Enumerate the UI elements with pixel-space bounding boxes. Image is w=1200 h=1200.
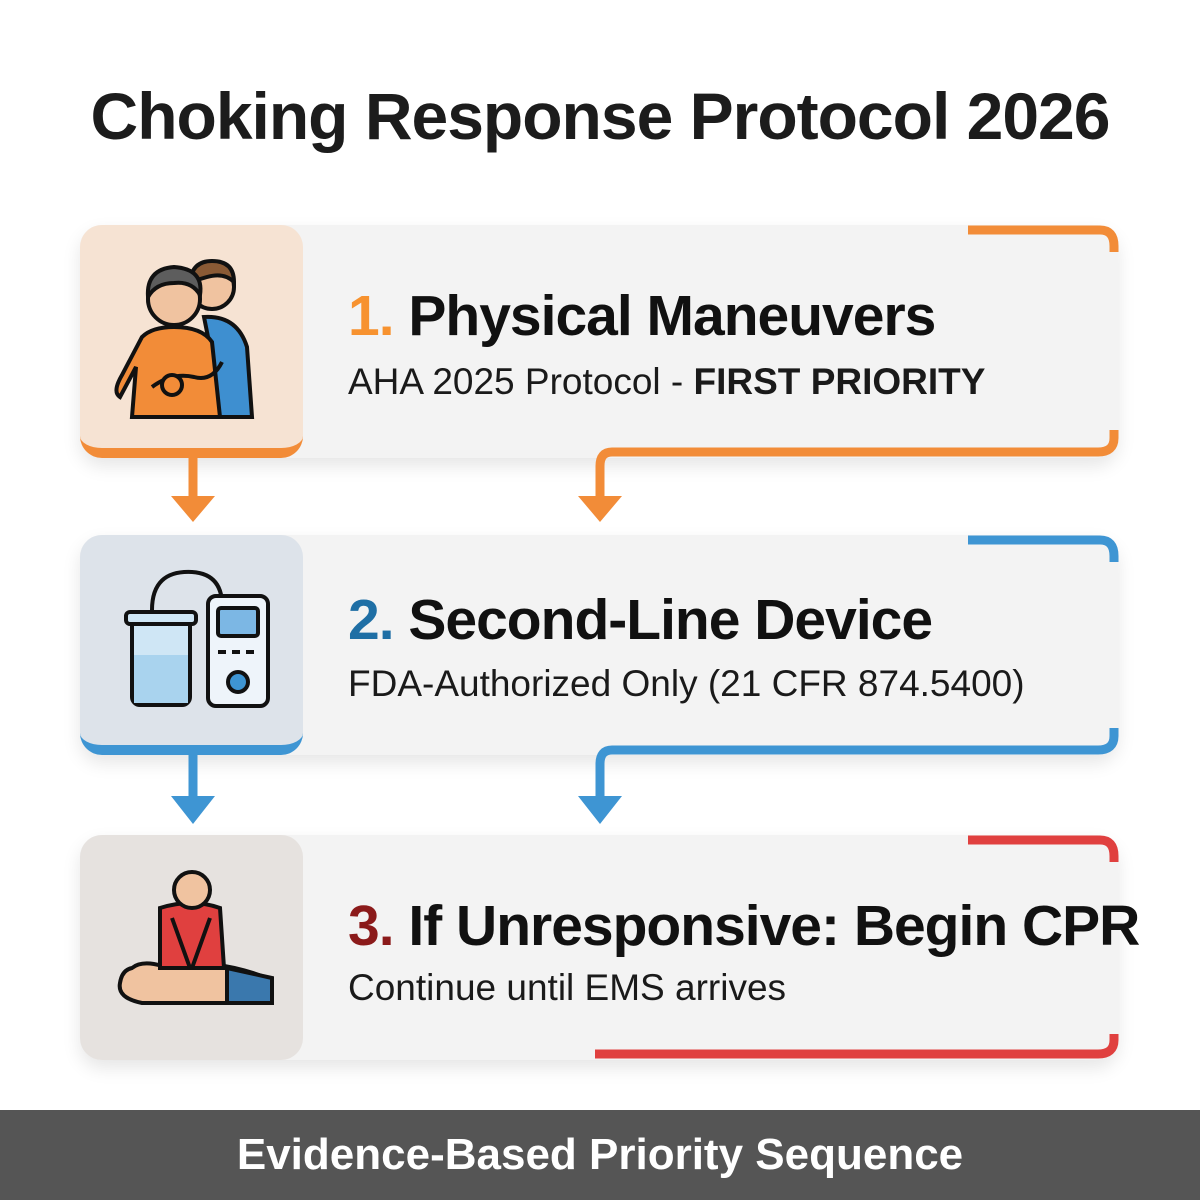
step-card-3: 3. If Unresponsive: Begin CPR Continue u…	[80, 835, 1140, 1060]
step-3-subtitle: Continue until EMS arrives	[348, 967, 786, 1009]
arrow-down-icon	[171, 796, 215, 824]
step-card-1: 1. Physical Maneuvers AHA 2025 Protocol …	[80, 225, 1118, 458]
step-1-subtitle: AHA 2025 Protocol - FIRST PRIORITY	[348, 361, 985, 403]
step-1-icon-tile	[80, 225, 303, 458]
step-2-subtitle-text: FDA-Authorized Only (21 CFR 874.5400)	[348, 663, 1025, 704]
footer-text: Evidence-Based Priority Sequence	[236, 1130, 964, 1179]
step-3-subtitle-text: Continue until EMS arrives	[348, 967, 787, 1008]
step-2-number: 2.	[348, 588, 395, 652]
suction-device-icon	[123, 569, 270, 708]
step-2-heading: 2. Second-Line Device	[348, 587, 933, 653]
step-1-subtitle-text: AHA 2025 Protocol -	[348, 361, 694, 402]
step-3-icon-tile	[80, 835, 303, 1060]
step-1-number: 1.	[348, 284, 395, 348]
step-2-subtitle: FDA-Authorized Only (21 CFR 874.5400)	[348, 663, 1025, 705]
step-1-heading: 1. Physical Maneuvers	[348, 283, 936, 349]
arrow-down-icon	[578, 796, 622, 824]
arrow-down-icon	[578, 496, 622, 522]
page-title: Choking Response Protocol 2026	[90, 79, 1111, 153]
arrow-down-icon	[171, 496, 215, 522]
step-1-priority: FIRST PRIORITY	[693, 361, 986, 402]
step-2-title: Second-Line Device	[408, 588, 933, 652]
step-3-number: 3.	[348, 894, 395, 958]
step-1-title: Physical Maneuvers	[408, 284, 936, 348]
step-card-2: 2. Second-Line Device FDA-Authorized Onl…	[80, 535, 1118, 755]
footer-banner: Evidence-Based Priority Sequence	[0, 1110, 1200, 1200]
step-2-icon-tile	[80, 535, 303, 755]
step-3-heading: 3. If Unresponsive: Begin CPR	[348, 893, 1140, 959]
heimlich-maneuver-icon	[114, 258, 254, 419]
step-3-title: If Unresponsive: Begin CPR	[408, 894, 1140, 958]
cpr-icon	[117, 869, 274, 1005]
